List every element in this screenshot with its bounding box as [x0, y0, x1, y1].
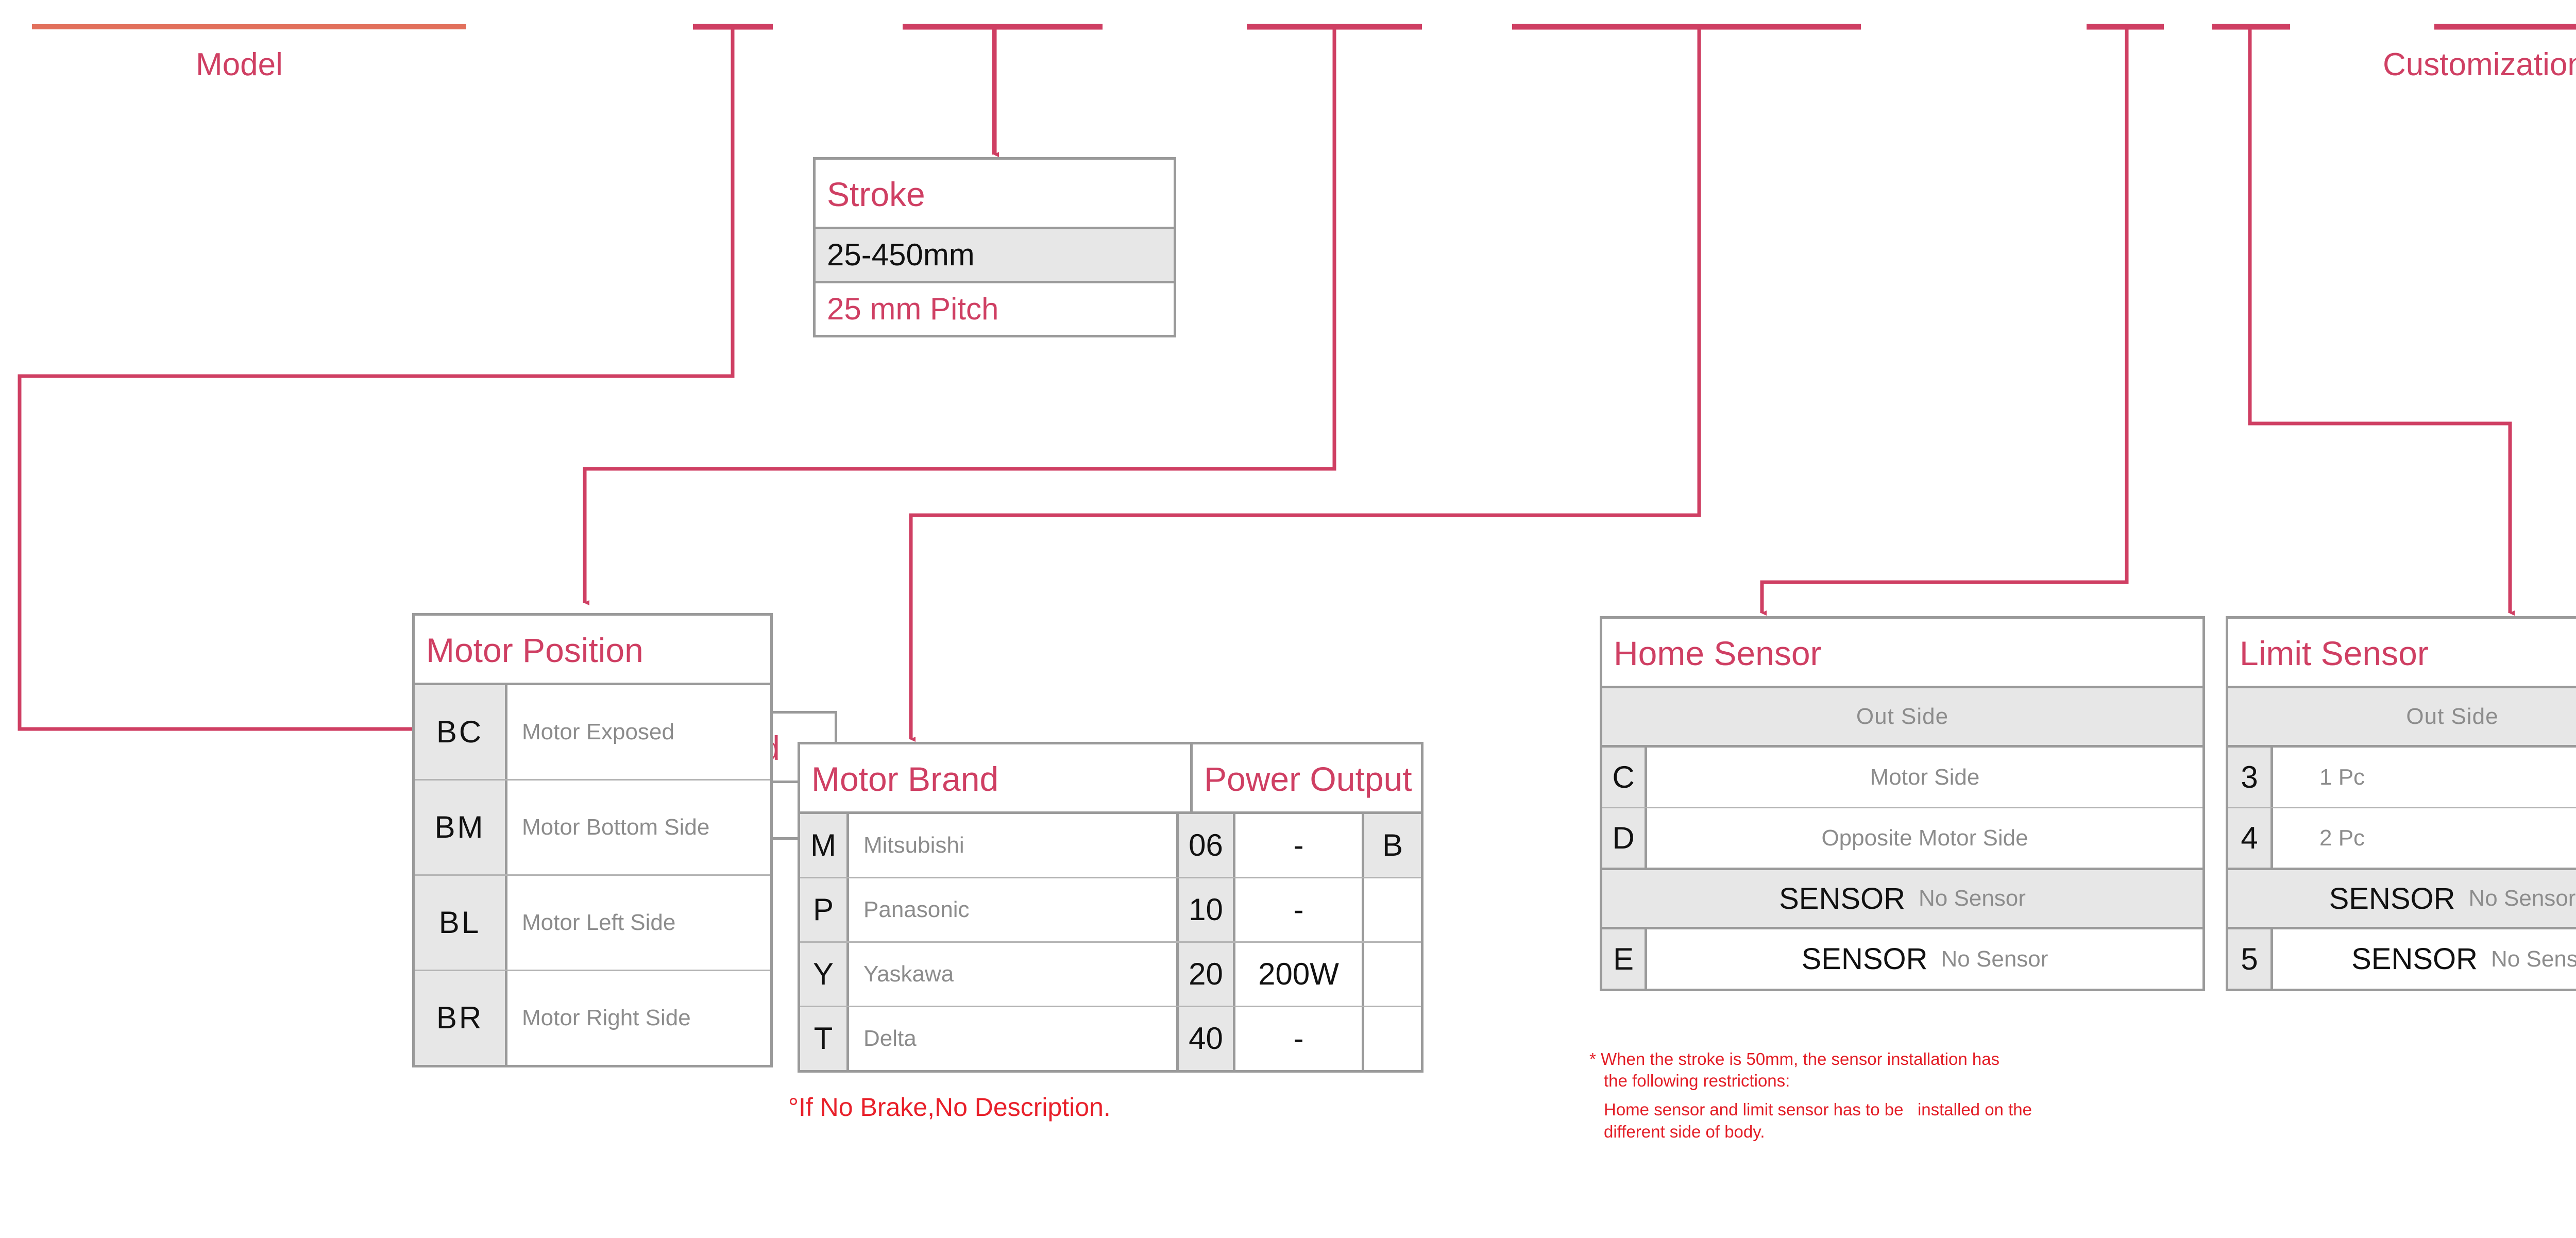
- table-row: M Mitsubishi 06 - B: [800, 814, 1421, 877]
- motor-brand-code: M: [800, 814, 846, 877]
- brake-code: [1362, 878, 1421, 941]
- power-code: 40: [1176, 1007, 1233, 1070]
- table-row: 5 SENSOR No Sensor: [2228, 929, 2576, 989]
- power-value: -: [1233, 814, 1362, 877]
- table-row: P Panasonic 10 -: [800, 878, 1421, 941]
- home-sensor-code: C: [1602, 748, 1645, 807]
- power-value: -: [1233, 1007, 1362, 1070]
- home-sensor-band-value: No Sensor: [1919, 886, 2026, 911]
- motor-brand-code: Y: [800, 943, 846, 1006]
- home-sensor-box: Home Sensor Out Side C Motor Side D Oppo…: [1600, 616, 2205, 991]
- limit-sensor-code: 3: [2228, 748, 2270, 807]
- motor-position-desc: Motor Exposed: [505, 685, 770, 779]
- wire-ball-screw-lead: [18, 27, 735, 732]
- stroke-box: Stroke 25-450mm 25 mm Pitch: [813, 157, 1176, 337]
- table-row: D Opposite Motor Side: [1602, 808, 2202, 868]
- table-row: C Motor Side: [1602, 748, 2202, 807]
- table-row: BM Motor Bottom Side: [415, 781, 770, 874]
- table-row: BR Motor Right Side: [415, 971, 770, 1065]
- limit-sensor-desc: 2 Pc: [2270, 808, 2576, 868]
- field-label-customization-order-no: Customization Order No.: [2383, 47, 2576, 82]
- home-sensor-code: E: [1602, 929, 1645, 989]
- home-sensor-subheader: Out Side: [1602, 688, 2202, 745]
- stroke-title: Stroke: [816, 160, 1174, 227]
- home-sensor-band-label: SENSOR: [1779, 881, 1906, 915]
- motor-brand-title: Motor Brand: [811, 760, 999, 798]
- motor-brand-name: Mitsubishi: [846, 814, 1176, 877]
- home-sensor-code: D: [1602, 808, 1645, 868]
- sensor-note-line-2: the following restrictions:: [1604, 1071, 1790, 1091]
- home-sensor-value: No Sensor: [1941, 946, 2048, 972]
- table-row: BC Motor Exposed: [415, 685, 770, 779]
- field-label-model: Model: [196, 47, 283, 82]
- table-row: Y Yaskawa 20 200W: [800, 943, 1421, 1006]
- limit-sensor-no-sensor-band: SENSOR No Sensor: [2228, 870, 2576, 927]
- sensor-restriction-note: * When the stroke is 50mm, the sensor in…: [1589, 1048, 2136, 1143]
- stroke-range: 25-450mm: [816, 229, 1174, 281]
- motor-position-title: Motor Position: [415, 616, 770, 683]
- home-sensor-no-sensor-band: SENSOR No Sensor: [1602, 870, 2202, 927]
- sensor-note-line-3: Home sensor and limit sensor has to be i…: [1604, 1100, 2032, 1120]
- limit-sensor-band-value: No Sensor: [2468, 886, 2576, 911]
- motor-brand-code: P: [800, 878, 846, 941]
- motor-brand-name: Yaskawa: [846, 943, 1176, 1006]
- limit-sensor-band-label: SENSOR: [2329, 881, 2455, 915]
- brake-code: [1362, 1007, 1421, 1070]
- wire-motor-position: [583, 27, 1336, 603]
- motor-position-desc: Motor Right Side: [505, 971, 770, 1065]
- brake-code: [1362, 943, 1421, 1006]
- power-value: 200W: [1233, 943, 1362, 1006]
- motor-brand-name: Delta: [846, 1007, 1176, 1070]
- table-row: 3 1 Pc: [2228, 748, 2576, 807]
- motor-position-code: BR: [415, 971, 505, 1065]
- motor-position-desc: Motor Left Side: [505, 876, 770, 970]
- motor-position-code: BM: [415, 781, 505, 874]
- power-value: -: [1233, 878, 1362, 941]
- wire-motor-brand: [909, 27, 1701, 739]
- limit-sensor-title: Limit Sensor: [2228, 619, 2576, 686]
- motor-brand-code: T: [800, 1007, 846, 1070]
- motor-position-code: BL: [415, 876, 505, 970]
- limit-sensor-code: 4: [2228, 808, 2270, 868]
- no-brake-note: °If No Brake,No Description.: [788, 1093, 1111, 1122]
- limit-sensor-value: No Sensor: [2491, 946, 2576, 972]
- motor-brand-name: Panasonic: [846, 878, 1176, 941]
- home-sensor-label: SENSOR: [1801, 942, 1928, 976]
- wire-home-sensor: [1760, 27, 2129, 613]
- limit-sensor-label: SENSOR: [2351, 942, 2478, 976]
- table-row: T Delta 40 -: [800, 1007, 1421, 1070]
- limit-sensor-box: Limit Sensor Out Side 3 1 Pc 4 2 Pc SENS…: [2226, 616, 2576, 991]
- limit-sensor-code: 5: [2228, 929, 2270, 989]
- limit-sensor-subheader: Out Side: [2228, 688, 2576, 745]
- power-code: 20: [1176, 943, 1233, 1006]
- power-code: 10: [1176, 878, 1233, 941]
- table-row: E SENSOR No Sensor: [1602, 929, 2202, 989]
- home-sensor-desc: Motor Side: [1645, 748, 2202, 807]
- table-row: BL Motor Left Side: [415, 876, 770, 970]
- home-sensor-title: Home Sensor: [1602, 619, 2202, 686]
- power-code: 06: [1176, 814, 1233, 877]
- sensor-note-line-4: different side of body.: [1604, 1122, 1765, 1141]
- motor-position-desc: Motor Bottom Side: [505, 781, 770, 874]
- brake-code: B: [1362, 814, 1421, 877]
- home-sensor-desc: Opposite Motor Side: [1645, 808, 2202, 868]
- wire-limit-sensor: [2248, 27, 2510, 613]
- limit-sensor-desc: 1 Pc: [2270, 748, 2576, 807]
- motor-position-code: BC: [415, 685, 505, 779]
- motor-brand-box: Motor Brand Power Output M Mitsubishi 06…: [798, 742, 1423, 1073]
- sensor-note-line-1: * When the stroke is 50mm, the sensor in…: [1589, 1049, 2000, 1069]
- table-row: 4 2 Pc: [2228, 808, 2576, 868]
- stroke-pitch: 25 mm Pitch: [827, 292, 999, 326]
- motor-position-box: Motor Position BC Motor Exposed BM Motor…: [412, 613, 773, 1067]
- power-output-title: Power Output: [1190, 744, 1421, 811]
